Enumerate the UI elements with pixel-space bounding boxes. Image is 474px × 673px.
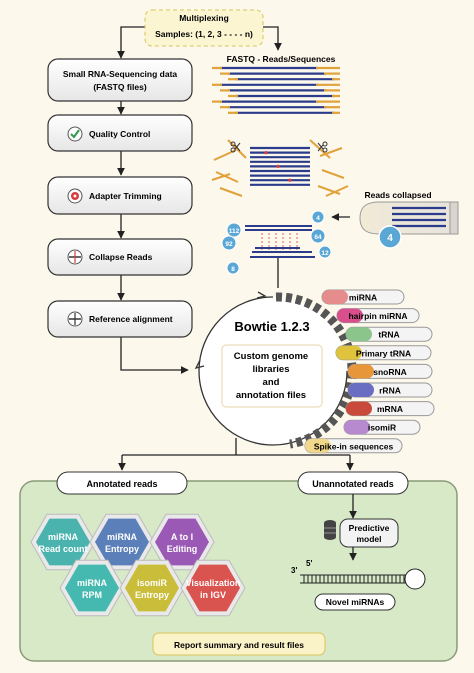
hexagon-label: miRNA	[48, 532, 79, 542]
analysis-hexagon: A to I Editing	[149, 513, 215, 571]
reads-collapsed-label: Reads collapsed	[364, 190, 431, 200]
database-pill: tRNA	[345, 326, 433, 342]
count-right-1: 4	[316, 215, 320, 222]
step-input-line1: Small RNA-Sequencing data	[63, 69, 178, 79]
count-left-2: 92	[225, 241, 233, 248]
bowtie-lib-4: annotation files	[236, 390, 306, 401]
analysis-hexagon: miRNA Entropy	[89, 513, 155, 571]
database-icon	[324, 520, 336, 540]
reads-collapsed-count: 4	[387, 233, 393, 244]
database-label: isomiR	[368, 423, 396, 433]
bowtie-alignment: Bowtie 1.2.3 Custom genome libraries and…	[194, 291, 357, 449]
multiplexing-samples: Samples: (1, 2, 3 - - - - n)	[155, 29, 253, 39]
database-label: snoRNA	[373, 367, 407, 377]
collapsed-alignment	[245, 225, 315, 258]
analysis-hexagon: Visualization in IGV	[180, 559, 246, 617]
database-pill: Primary tRNA	[335, 345, 432, 361]
step-input: Small RNA-Sequencing data (FASTQ files)	[47, 58, 193, 102]
database-pill: isomiR	[343, 419, 421, 435]
hexagon-label: Read count	[38, 544, 87, 554]
database-label: mRNA	[377, 404, 403, 414]
count-left-1: 112	[229, 228, 240, 235]
connector-lines	[117, 26, 354, 471]
step-adapter-label: Adapter Trimming	[89, 191, 162, 201]
database-pill: hairpin miRNA	[336, 308, 420, 324]
step-collapse-reads: Collapse Reads	[47, 238, 193, 276]
adapter-icon	[67, 188, 83, 204]
count-badges-right: 4 64 12	[310, 210, 332, 259]
model-line1: Predictive	[349, 523, 390, 533]
database-list: miRNA hairpin miRNA tRNA Primary tRNA snoRNA…	[304, 289, 435, 454]
database-pill: Spike-in sequences	[304, 438, 403, 454]
step-collapse-label: Collapse Reads	[89, 252, 153, 262]
step-qc-label: Quality Control	[89, 129, 150, 139]
analysis-hexagon: miRNA Read count	[30, 513, 96, 571]
analysis-hexagon: miRNA RPM	[59, 559, 125, 617]
count-right-3: 12	[321, 250, 329, 257]
novel-mirnas-label: Novel miRNAs	[326, 597, 385, 607]
count-left-3: 8	[231, 266, 235, 273]
database-pill: mRNA	[345, 401, 435, 417]
database-label: hairpin miRNA	[348, 311, 407, 321]
count-right-2: 64	[314, 234, 322, 241]
hexagon-label: Visualization	[186, 578, 241, 588]
annotated-label: Annotated reads	[86, 479, 157, 489]
database-label: tRNA	[378, 330, 399, 340]
hexagon-label: isomiR	[137, 578, 168, 588]
step-quality-control: Quality Control	[47, 114, 193, 152]
bowtie-lib-2: libraries	[253, 364, 290, 375]
fastq-reads	[212, 66, 340, 114]
analysis-hexagon: isomiR Entropy	[119, 559, 185, 617]
step-adapter-trimming: Adapter Trimming	[47, 176, 193, 215]
unannotated-label: Unannotated reads	[312, 479, 394, 489]
database-label: Primary tRNA	[356, 348, 411, 358]
report-label: Report summary and result files	[174, 640, 304, 650]
analysis-hexagons: miRNA Read count miRNA Entropy A to I Editing…	[30, 513, 246, 617]
model-line2: model	[356, 534, 381, 544]
predictive-branch: Predictive model 3' 5' Novel miRNAs	[291, 494, 426, 611]
bowtie-lib-1: Custom genome	[234, 351, 308, 362]
bowtie-lib-3: and	[263, 377, 280, 388]
alignment-icon	[67, 311, 83, 327]
database-label: rRNA	[379, 386, 401, 396]
scissors-icon-right	[317, 141, 328, 153]
prime-3: 3'	[291, 566, 297, 575]
hairpin-icon	[300, 568, 426, 590]
reads-collapsed-tube: Reads collapsed 4	[359, 190, 459, 249]
hexagon-label: miRNA	[77, 578, 108, 588]
scissors-icon	[230, 141, 241, 153]
database-label: miRNA	[349, 293, 377, 303]
step-reference-alignment: Reference alignment	[47, 300, 193, 338]
database-pill: rRNA	[347, 382, 433, 398]
hexagon-label: Entropy	[135, 590, 169, 600]
checkmark-icon	[67, 126, 83, 142]
hexagon-label: A to I	[171, 532, 193, 542]
database-pill: snoRNA	[347, 363, 433, 379]
multiplexing-box: Multiplexing Samples: (1, 2, 3 - - - - n…	[144, 9, 264, 47]
hexagon-label: miRNA	[107, 532, 138, 542]
hexagon-label: Editing	[167, 544, 198, 554]
collapse-icon	[67, 249, 83, 265]
multiplexing-title: Multiplexing	[179, 13, 229, 23]
step-align-label: Reference alignment	[89, 314, 173, 324]
prime-5: 5'	[306, 559, 312, 568]
hexagon-label: in IGV	[200, 590, 226, 600]
database-pill: miRNA	[321, 289, 405, 305]
hexagon-label: Entropy	[105, 544, 139, 554]
count-badges-left: 112 92 8	[221, 222, 242, 275]
step-input-line2: (FASTQ files)	[93, 82, 147, 92]
bowtie-title: Bowtie 1.2.3	[234, 319, 309, 334]
fastq-label: FASTQ - Reads/Sequences	[227, 54, 336, 64]
hexagon-label: RPM	[82, 590, 102, 600]
trimmed-reads	[211, 139, 349, 197]
database-label: Spike-in sequences	[314, 441, 394, 451]
report-box: Report summary and result files	[152, 632, 326, 656]
